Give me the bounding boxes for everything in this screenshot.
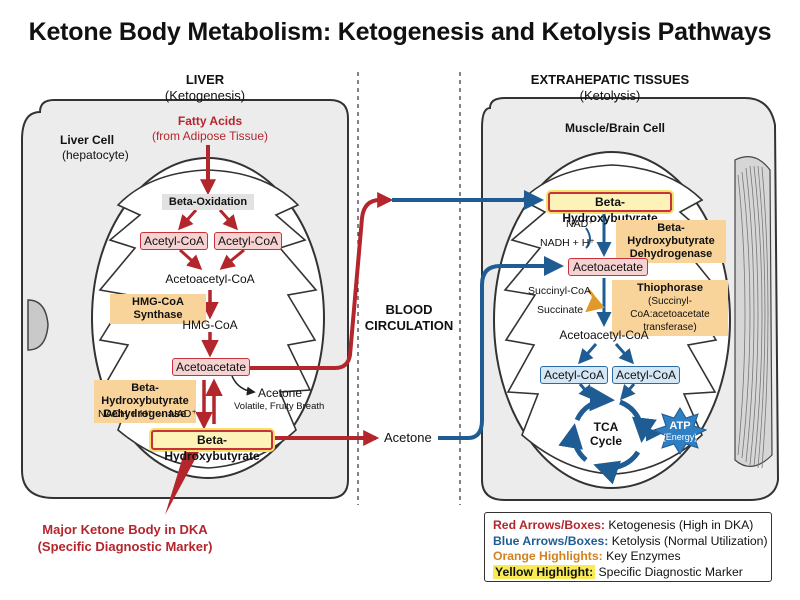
arrow-acetyl2-tca [620, 383, 636, 401]
fatty-acids-sublabel: (from Adipose Tissue) [151, 129, 269, 143]
tissue-enzyme-thio-line2: (Succinyl-CoA:acetoacetate [630, 296, 710, 320]
tissue-succinate: Succinate [537, 304, 584, 316]
tissue-enzyme-thio-line3: transferase) [643, 322, 697, 333]
legend-row-blue: Blue Arrows/Boxes: Ketolysis (Normal Uti… [493, 533, 768, 550]
tissue-enzyme-bhbdh-line1: Beta-Hydroxybutyrate [627, 222, 715, 247]
arrow-aacoa-acetyl1 [578, 343, 598, 365]
tissue-subheading: (Ketolysis) [579, 88, 641, 103]
atp-starburst [652, 407, 708, 455]
arrow-succinyl [585, 288, 605, 313]
arrow-acetone [231, 375, 256, 396]
acetone-note: Volatile, Fruity Breath [234, 401, 325, 412]
tissue-enzyme-thiophorase: Thiophorase (Succinyl-CoA:acetoacetate t… [612, 280, 728, 336]
fatty-acids-label: Fatty Acids [177, 114, 243, 128]
liver-acetoacetate: Acetoacetate [172, 358, 250, 376]
blood-acetone: Acetone [384, 430, 432, 445]
legend: Red Arrows/Boxes: Ketogenesis (High in D… [484, 512, 772, 582]
tissue-enzyme-bhbdh: Beta-Hydroxybutyrate Dehydrogenase [616, 220, 726, 263]
blood-label-1: BLOOD [385, 302, 433, 317]
arrow-blood-acetoacetate [438, 256, 564, 440]
legend-row-red: Red Arrows/Boxes: Ketogenesis (High in D… [493, 518, 763, 534]
legend-red-text: Ketogenesis (High in DKA) [604, 518, 754, 532]
liver-enzyme-bhbdh: Beta-Hydroxybutyrate Dehydrogenase [94, 380, 196, 423]
legend-orange-text: Key Enzymes [602, 549, 681, 563]
beta-oxidation-label: Beta-Oxidation [162, 194, 254, 210]
tissue-acetyl-coa-1: Acetyl-CoA [540, 366, 608, 384]
atp-label-2: (Energy) [662, 432, 698, 442]
arrow-acetyl2-aacoa [219, 248, 245, 270]
tca-label-2: Cycle [589, 434, 623, 448]
arrow-aacoa-acetyl2 [614, 343, 634, 365]
tissue-acetoacetate: Acetoacetate [568, 258, 648, 276]
legend-blue-text: Ketolysis (Normal Utilization) [608, 533, 768, 548]
legend-yellow-key: Yellow Highlight: [493, 564, 596, 579]
legend-row-yellow: Yellow Highlight: Specific Diagnostic Ma… [493, 564, 763, 581]
liver-enzyme-bhbdh-line2: Dehydrogenase [103, 408, 187, 420]
tissue-acetoacetyl-coa: Acetoacetyl-CoA [559, 328, 649, 342]
callout-pointer [165, 450, 200, 515]
liver-nadh-pair: NADH + H⁺ ⇔ NAD⁺ [98, 408, 197, 420]
liver-cell-sublabel: (hepatocyte) [62, 148, 129, 162]
legend-yellow-text: Specific Diagnostic Marker [595, 564, 743, 579]
tissue-acetyl-coa-2: Acetyl-CoA [612, 366, 680, 384]
liver-bhb-marker: Beta-Hydroxybutyrate [151, 430, 273, 463]
enzyme-hmg-coa-synthase: HMG-CoA Synthase [110, 294, 206, 324]
tissue-succinyl-coa: Succinyl-CoA [528, 285, 592, 297]
diagram-title: Ketone Body Metabolism: Ketogenesis and … [28, 18, 772, 46]
liver-cell-label: Liver Cell [60, 133, 115, 147]
tissue-nad: NAD⁺ [566, 218, 594, 230]
muscle-striations [737, 165, 769, 469]
tca-label-1: TCA [593, 420, 619, 434]
legend-blue-key: Blue Arrows/Boxes: [493, 533, 609, 548]
liver-acetoacetyl-coa: Acetoacetyl-CoA [165, 272, 255, 286]
liver-subheading: (Ketogenesis) [164, 88, 246, 103]
tissue-enzyme-thio-line1: Thiophorase [636, 282, 703, 294]
legend-row-orange: Orange Highlights: Key Enzymes [493, 549, 763, 565]
liver-enzyme-bhbdh-line1: Beta-Hydroxybutyrate [101, 382, 189, 407]
blood-label-2: CIRCULATION [364, 318, 454, 333]
tissue-cell-label: Muscle/Brain Cell [564, 121, 666, 135]
arrow-acetoacetate-blood [248, 192, 394, 370]
liver-acetyl-coa-2: Acetyl-CoA [214, 232, 282, 250]
tissue-enzyme-bhbdh-line2: Dehydrogenase [629, 248, 713, 260]
legend-red-key: Red Arrows/Boxes: [493, 518, 605, 532]
legend-orange-key: Orange Highlights: [493, 549, 603, 563]
arrow-acetyl1-aacoa [178, 248, 203, 271]
liver-heading: LIVER [185, 72, 225, 87]
arrow-betaox-acetyl1 [178, 209, 198, 231]
arrow-betaox-acetyl2 [218, 209, 238, 231]
tissue-bhb: Beta-Hydroxybutyrate [548, 192, 672, 225]
liver-acetyl-coa-1: Acetyl-CoA [140, 232, 208, 250]
dka-callout-line2: (Specific Diagnostic Marker) [37, 539, 213, 554]
tissue-heading: EXTRAHEPATIC TISSUES [530, 72, 690, 87]
liver-cell-nucleus [27, 299, 49, 351]
dka-callout-line1: Major Ketone Body in DKA [42, 522, 208, 537]
liver-acetone: Acetone [258, 386, 303, 400]
tca-cycle-ring [558, 386, 657, 485]
liver-hmg-coa: HMG-CoA [182, 318, 238, 332]
arrow-nad-curve [585, 227, 591, 249]
tissue-nadh: NADH + H⁺ [540, 237, 595, 249]
atp-label-1: ATP [669, 420, 691, 432]
